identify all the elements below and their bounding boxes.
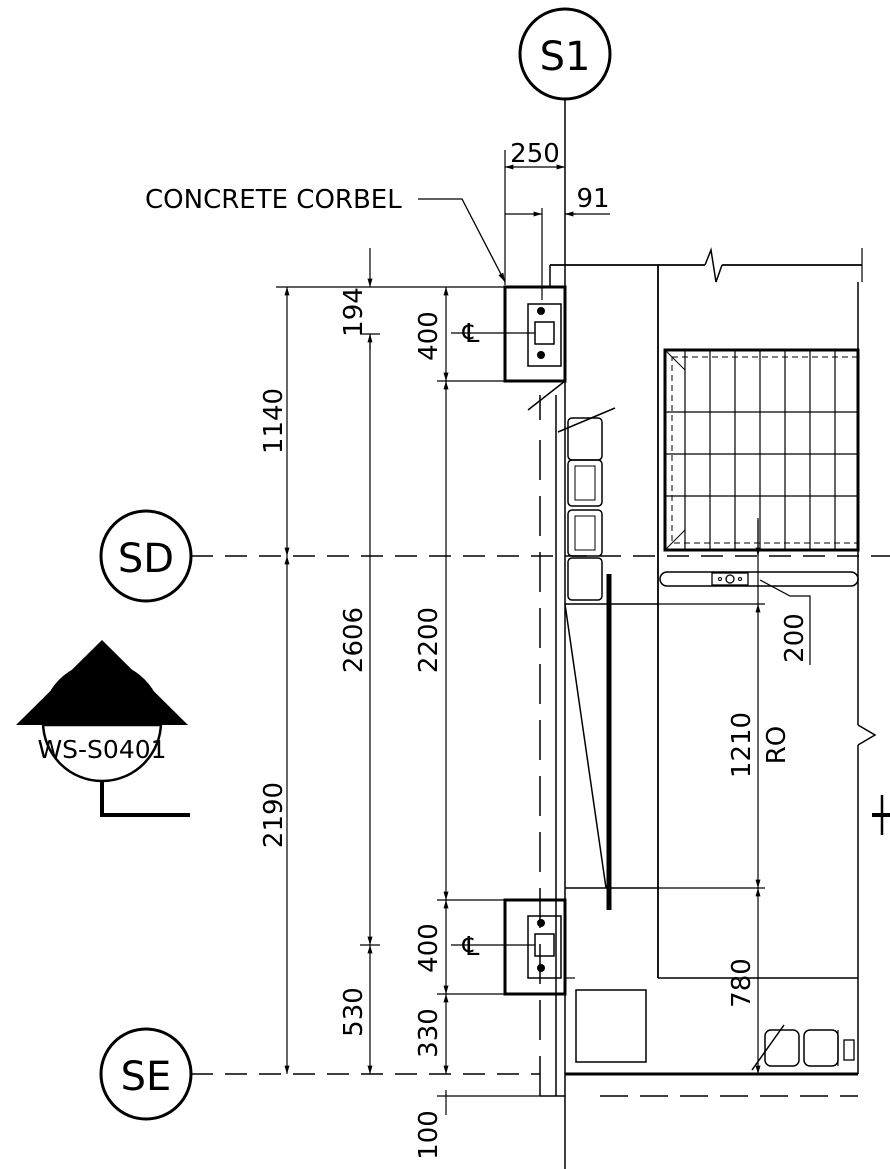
dim-1210-text: 1210 — [727, 712, 757, 778]
corbel-bottom: ℄ — [451, 898, 567, 996]
bottom-blocks — [751, 1024, 855, 1071]
corbel-callout: CONCRETE CORBEL — [145, 185, 506, 283]
dim-250: 250 — [504, 139, 565, 285]
corbel-top: ℄ — [451, 285, 567, 383]
dim-330-text: 330 — [414, 1008, 444, 1058]
dim-400-bottom-text: 400 — [414, 923, 444, 973]
corbel-label: CONCRETE CORBEL — [145, 185, 402, 215]
dim-2606-text: 2606 — [339, 607, 369, 673]
wall-blocks — [557, 407, 616, 601]
plan-walls — [527, 247, 877, 1097]
gridline-s1-label: S1 — [540, 34, 591, 80]
dim-2200-text: 2200 — [414, 607, 444, 673]
dim-330: 330 — [414, 994, 449, 1074]
dim-400-bottom: 400 — [414, 900, 449, 994]
dim-194: 194 — [339, 248, 373, 350]
gridline-sd-label: SD — [118, 536, 174, 582]
dim-2200: 2200 — [414, 381, 449, 900]
dim-530-text: 530 — [339, 987, 369, 1037]
dim-250-text: 250 — [510, 139, 560, 169]
section-number: 1 — [92, 682, 112, 720]
dim-1140-text: 1140 — [259, 388, 289, 454]
gridline-sd: SD — [99, 509, 890, 603]
dim-2606: 2606 — [339, 334, 373, 945]
duct — [659, 571, 859, 665]
dim-200: 200 — [755, 520, 810, 663]
dim-91: 91 — [505, 184, 610, 300]
extension-lines — [276, 286, 540, 1097]
centerline-bottom: ℄ — [462, 932, 480, 962]
dim-1210: 1210 RO — [727, 518, 792, 888]
section-sheet: WS-S0401 — [37, 735, 166, 764]
centerline-top: ℄ — [462, 319, 480, 349]
dim-780-text: 780 — [727, 958, 757, 1008]
section-marker: 1 WS-S0401 — [16, 640, 890, 835]
dim-1140: 1140 — [259, 287, 290, 556]
dim-200-text: 200 — [780, 613, 810, 663]
dim-400-top: 400 — [414, 287, 449, 381]
lower-box — [566, 977, 647, 1063]
grille — [663, 348, 860, 552]
dim-2190-text: 2190 — [259, 782, 289, 848]
dim-194-text: 194 — [339, 287, 369, 337]
dim-530: 530 — [339, 945, 373, 1074]
dim-2190: 2190 — [259, 556, 290, 1074]
gridline-se: SE — [99, 1027, 540, 1121]
dim-100-text: 100 — [414, 1110, 444, 1160]
dim-400-top-text: 400 — [414, 311, 444, 361]
dim-91-text: 91 — [576, 184, 609, 214]
ro-text: RO — [762, 726, 792, 765]
dim-780: 780 — [727, 888, 761, 1074]
dim-100: 100 — [414, 1090, 447, 1160]
gridline-se-label: SE — [121, 1054, 172, 1100]
